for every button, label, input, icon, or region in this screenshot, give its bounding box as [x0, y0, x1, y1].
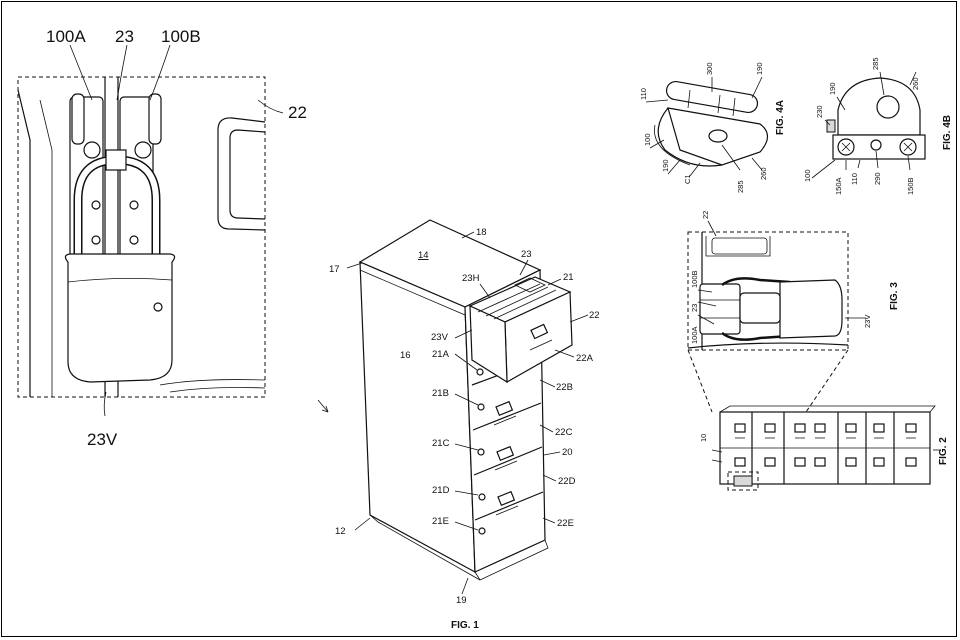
- label-21A: 21A: [432, 349, 450, 360]
- label-285-4b: 285: [871, 57, 880, 70]
- label-100B-fig3: 100B: [690, 270, 699, 288]
- fig4a-hasp: 110 300 190 100 190 C1 285 260 FIG. 4A: [639, 62, 786, 193]
- label-22E: 22E: [557, 518, 574, 529]
- label-16: 16: [400, 350, 411, 361]
- fig1-title: FIG. 1: [451, 620, 479, 631]
- label-22-fig3: 22: [701, 211, 710, 219]
- label-100-4a: 100: [643, 133, 652, 146]
- fig3-hasp-installed: 100B 23 100A 22 23V FIG. 3: [687, 211, 900, 481]
- label-230: 230: [815, 105, 824, 118]
- label-23H: 23H: [462, 273, 480, 284]
- label-19: 19: [456, 595, 467, 606]
- label-17: 17: [329, 264, 340, 275]
- hole-290: [870, 139, 882, 151]
- label-150B: 150B: [906, 177, 915, 195]
- fig3-title: FIG. 3: [889, 282, 900, 310]
- hole-285: [708, 129, 728, 143]
- detail-dashed-border: [17, 76, 266, 398]
- label-22B: 22B: [556, 382, 573, 393]
- fig3-padlock-body: [779, 279, 843, 339]
- label-100A-fig3: 100A: [690, 326, 699, 344]
- label-100B: 100B: [161, 27, 201, 46]
- padlock-body: [64, 253, 176, 383]
- label-23V-fig1: 23V: [431, 332, 449, 343]
- label-110-4b: 110: [850, 173, 859, 185]
- label-190-4a-bottom: 190: [661, 159, 670, 172]
- label-110-4a: 110: [639, 88, 648, 100]
- label-22A: 22A: [576, 353, 594, 364]
- label-190-4b: 190: [828, 82, 837, 95]
- label-21C: 21C: [432, 438, 450, 449]
- label-C1: C1: [683, 174, 692, 184]
- label-21E: 21E: [432, 516, 449, 527]
- label-23-fig3: 23: [690, 304, 699, 312]
- label-21: 21: [563, 272, 574, 283]
- label-150A: 150A: [834, 177, 843, 195]
- fig4a-title: FIG. 4A: [775, 100, 786, 135]
- label-260-4a: 260: [759, 167, 768, 180]
- label-23V: 23V: [87, 430, 118, 449]
- label-22C: 22C: [555, 427, 573, 438]
- label-20: 20: [562, 447, 573, 458]
- label-23V-fig3: 23V: [863, 315, 872, 328]
- fig4b-hasp: 285 260 190 230 100 150A 110 290 150B FI…: [803, 57, 953, 195]
- pin-230: [826, 119, 836, 133]
- label-14: 14: [418, 250, 429, 261]
- door-edge-left: [17, 89, 31, 397]
- fig2-title: FIG. 2: [938, 437, 949, 465]
- fig2-detail-box: [727, 471, 759, 491]
- label-12: 12: [335, 526, 346, 537]
- label-22-fig1: 22: [589, 310, 600, 321]
- hasp-loop-23: [105, 149, 127, 171]
- label-285-4a: 285: [736, 180, 745, 193]
- label-23: 23: [115, 27, 134, 46]
- label-300: 300: [705, 62, 714, 75]
- label-22: 22: [288, 103, 307, 122]
- fig4b-title: FIG. 4B: [942, 115, 953, 150]
- label-23-fig1: 23: [521, 249, 532, 260]
- padlock-detail-view: 100A 23 100B 22 23V: [17, 27, 329, 449]
- cabinet-side: [359, 261, 476, 574]
- label-10: 10: [699, 434, 708, 442]
- label-100A: 100A: [46, 27, 86, 46]
- file-cabinet-fig1: 18 14 17 23 21 23H 22 23V 16 21A 22A 22B…: [329, 219, 600, 631]
- label-22D: 22D: [558, 476, 576, 487]
- label-260-4b: 260: [911, 77, 920, 90]
- keyhole: [153, 302, 163, 312]
- drawer-handle: [217, 117, 266, 231]
- hinge-barrel: [665, 80, 759, 114]
- label-190-4a-top: 190: [755, 62, 764, 75]
- label-100-4b: 100: [803, 169, 812, 182]
- screw-right: [134, 141, 152, 159]
- hole-285-4b: [876, 95, 900, 119]
- label-290: 290: [873, 172, 882, 185]
- label-18: 18: [476, 227, 487, 238]
- label-21B: 21B: [432, 388, 449, 399]
- fig2-cabinet-row: 10 FIG. 2: [699, 405, 949, 491]
- label-21D: 21D: [432, 485, 450, 496]
- fig3-dashed-border: [687, 231, 849, 351]
- screw-left: [83, 141, 101, 159]
